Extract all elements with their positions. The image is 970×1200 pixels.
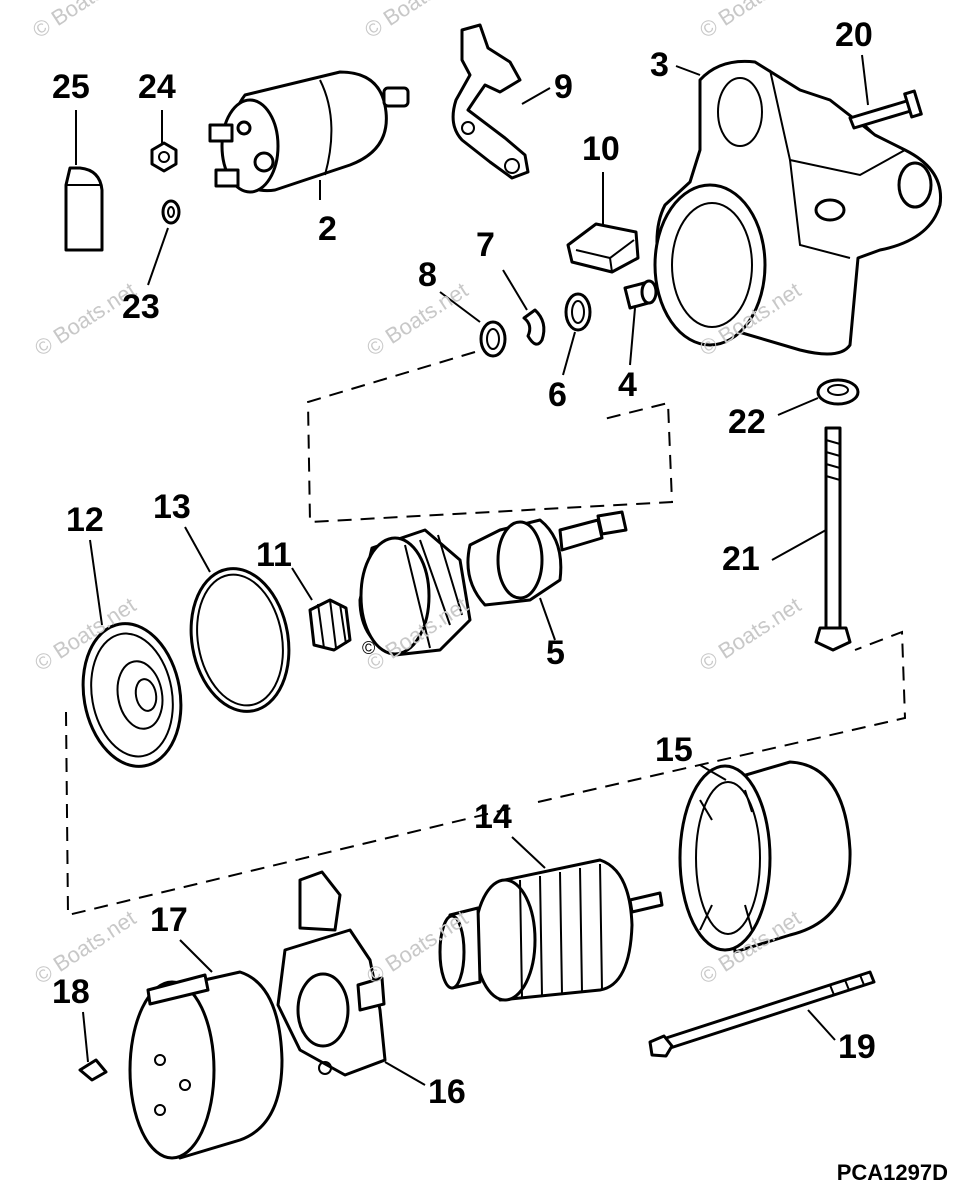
callout-16: 16 (428, 1073, 466, 1111)
callout-3: 3 (650, 46, 669, 84)
part-drive-assembly (358, 510, 628, 657)
part-solenoid (208, 70, 410, 194)
part-bushing (623, 279, 658, 310)
callout-12: 12 (66, 501, 104, 539)
callout-9: 9 (554, 68, 573, 106)
part-through-bolt (814, 426, 852, 652)
part-nut (150, 141, 178, 173)
leader-17 (179, 939, 213, 973)
leader-22 (777, 397, 819, 416)
part-o-ring (189, 567, 291, 713)
part-drive-housing (653, 59, 943, 356)
part-cover-plate (81, 622, 183, 768)
copyright-mark: © (362, 638, 376, 658)
part-through-stud (648, 970, 876, 1058)
leader-19 (807, 1009, 836, 1041)
callout-10: 10 (582, 130, 620, 168)
part-brush-holder (276, 870, 387, 1077)
callout-4: 4 (618, 366, 637, 404)
part-pinion-gear (308, 598, 352, 652)
callout-24: 24 (138, 68, 176, 106)
part-thrust-washer (564, 292, 592, 332)
part-retaining-ring (522, 308, 546, 346)
callout-22: 22 (728, 403, 766, 441)
leader-15 (699, 764, 727, 781)
assembly-boundary-lower (65, 630, 907, 917)
part-lock-washer (161, 199, 181, 225)
part-field-frame (678, 760, 852, 954)
leader-21 (771, 529, 827, 561)
part-armature (438, 858, 664, 1002)
leader-11 (291, 567, 313, 601)
part-block (566, 222, 640, 274)
part-washer (816, 378, 860, 406)
callout-21: 21 (722, 540, 760, 578)
callout-18: 18 (52, 973, 90, 1011)
leader-6 (562, 331, 576, 376)
leader-4 (629, 307, 636, 366)
callout-5: 5 (546, 634, 565, 672)
part-bolt-long (848, 89, 923, 130)
leader-16 (384, 1061, 426, 1086)
callout-6: 6 (548, 376, 567, 414)
callout-14: 14 (474, 798, 512, 836)
leader-5 (539, 597, 556, 641)
leader-14 (511, 836, 546, 869)
leader-13 (184, 526, 211, 573)
callout-11: 11 (256, 536, 292, 574)
callout-7: 7 (476, 226, 495, 264)
leader-18 (82, 1011, 89, 1063)
callout-8: 8 (418, 256, 437, 294)
part-screw (78, 1058, 108, 1082)
diagram-code: PCA1297D (836, 1160, 948, 1185)
callout-17: 17 (150, 901, 188, 939)
part-boot-cover (64, 166, 104, 252)
callout-23: 23 (122, 288, 160, 326)
leader-3 (675, 65, 701, 76)
part-shift-lever (451, 23, 530, 180)
leader-12 (89, 539, 103, 626)
part-end-cap (128, 970, 284, 1160)
leader-23 (147, 227, 169, 286)
callout-2: 2 (318, 210, 337, 248)
callout-15: 15 (655, 731, 693, 769)
leader-20 (861, 54, 869, 106)
callout-20: 20 (835, 16, 873, 54)
callout-25: 25 (52, 68, 90, 106)
leader-9 (521, 87, 551, 105)
callout-13: 13 (153, 488, 191, 526)
assembly-boundary-upper (306, 351, 674, 524)
callout-19: 19 (838, 1028, 876, 1066)
leader-8 (439, 291, 481, 323)
leader-7 (502, 269, 528, 311)
part-collar (479, 320, 507, 358)
